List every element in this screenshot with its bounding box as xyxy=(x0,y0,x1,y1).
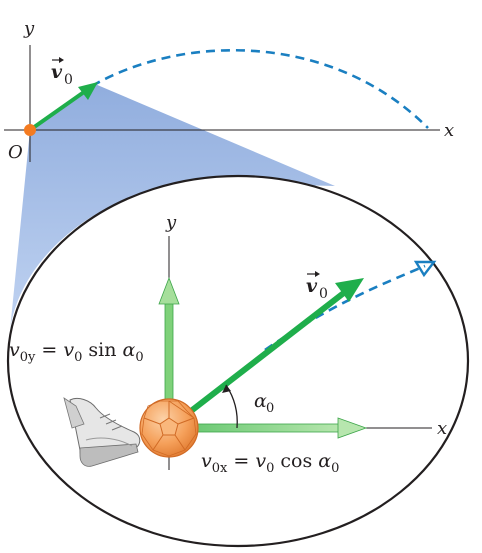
inset-y-label: y xyxy=(165,212,177,233)
origin-label: O xyxy=(8,142,23,163)
vy-equation: v0y = v0 sin α0 xyxy=(9,339,144,365)
trajectory-curve xyxy=(91,48,429,129)
top-velocity-arrowhead xyxy=(78,82,98,100)
top-x-label: x xyxy=(444,120,454,141)
inset-velocity-arrow xyxy=(167,289,347,431)
top-y-label: y xyxy=(23,18,35,39)
svg-text:0: 0 xyxy=(319,286,328,302)
top-velocity-label: v 0 xyxy=(51,57,73,88)
svg-text:v: v xyxy=(51,61,63,83)
inset-velocity-arrowhead xyxy=(335,278,364,302)
vx-equation: v0x = v0 cos α0 xyxy=(201,450,339,476)
svg-text:0: 0 xyxy=(266,401,274,416)
sneaker-icon xyxy=(63,397,141,467)
svg-text:α: α xyxy=(254,390,267,412)
inset-trajectory-arrowhead xyxy=(413,260,437,278)
top-velocity-arrow xyxy=(28,90,86,132)
svg-text:v0x = v0 cos α0: v0x = v0 cos α0 xyxy=(201,450,339,476)
svg-text:0: 0 xyxy=(64,72,73,88)
angle-label: α 0 xyxy=(254,390,274,416)
vx-component-arrow xyxy=(168,417,368,439)
svg-text:v0y = v0 sin α0: v0y = v0 sin α0 xyxy=(9,339,144,365)
inset-x-label: x xyxy=(437,418,447,439)
soccer-ball-icon xyxy=(139,398,199,458)
magnification-cone xyxy=(10,84,335,330)
svg-text:v: v xyxy=(306,275,318,297)
angle-arc-arrowhead xyxy=(222,385,231,393)
inset-velocity-label: v 0 xyxy=(306,271,328,302)
origin-dot xyxy=(24,124,36,136)
